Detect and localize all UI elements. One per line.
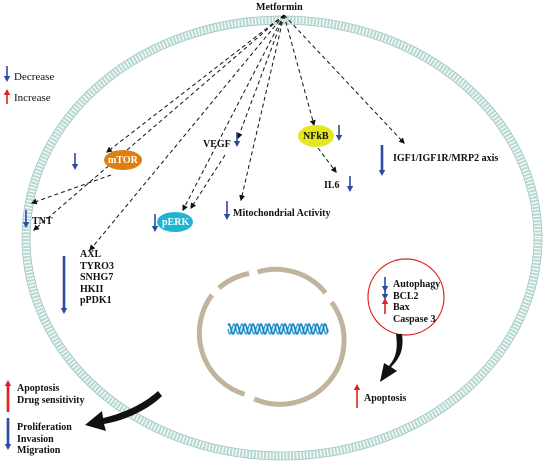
apoptosis-increase-arrow bbox=[353, 384, 361, 408]
outcomes-up-list: Apoptosis Drug sensitivity bbox=[17, 383, 85, 406]
arrow-to-vegf bbox=[236, 14, 285, 140]
il6-decrease-arrow bbox=[346, 176, 354, 192]
perk-node bbox=[157, 212, 193, 232]
arrow-to-apoptosis bbox=[380, 334, 403, 382]
outcome-drug-sensitivity: Drug sensitivity bbox=[17, 394, 85, 406]
apoptosis-box-list: Autophagy BCL2 Bax Caspase 3 bbox=[393, 279, 440, 325]
arrow-to-outcomes bbox=[85, 391, 162, 431]
legend-decrease-arrow bbox=[3, 66, 11, 82]
legend-decrease: Decrease bbox=[14, 71, 55, 83]
il6-label: IL6 bbox=[324, 180, 340, 191]
apoptosis-box bbox=[367, 258, 445, 336]
arrow-to-tnt-region bbox=[33, 14, 285, 231]
gene-axl: AXL bbox=[80, 249, 102, 260]
mitochondrial-activity-label: Mitochondrial Activity bbox=[233, 208, 331, 219]
gene-ppdk1: pPDK1 bbox=[80, 295, 112, 306]
gene-list: AXL TYRO3 SNHG7 HKII pPDK1 bbox=[80, 249, 114, 307]
metformin-arrows bbox=[30, 14, 405, 251]
arrow-to-mtor bbox=[106, 14, 285, 153]
mito-decrease-arrow bbox=[223, 201, 231, 220]
outcome-invasion: Invasion bbox=[17, 433, 54, 445]
regulation-arrows bbox=[3, 66, 389, 450]
outcome-apoptosis: Apoptosis bbox=[17, 383, 60, 394]
nucleus bbox=[196, 266, 347, 407]
nfkb-label: NFkB bbox=[303, 131, 329, 142]
vegf-decrease-arrow bbox=[233, 132, 241, 147]
arrow-to-nfkb bbox=[283, 14, 316, 127]
metformin-label: Metformin bbox=[256, 2, 303, 13]
nfkb-decrease-arrow bbox=[335, 125, 343, 141]
dna-helix-icon bbox=[227, 322, 329, 336]
gene-list-decrease-arrow bbox=[60, 256, 68, 314]
tnt-label: TNT bbox=[32, 216, 53, 227]
arrow-vegf-to-perk bbox=[190, 154, 226, 210]
outcomes-up-arrow bbox=[4, 380, 12, 412]
gene-snhg7: SNHG7 bbox=[80, 272, 114, 283]
vegf-label: VEGF bbox=[203, 139, 231, 150]
legend-increase: Increase bbox=[14, 92, 51, 104]
arrow-to-mitochondria bbox=[239, 14, 285, 202]
gene-tyro3: TYRO3 bbox=[80, 260, 114, 272]
autophagy-label: Autophagy bbox=[393, 279, 441, 290]
perk-label: pERK bbox=[162, 217, 190, 228]
curved-arrows bbox=[85, 334, 403, 431]
igf-label: IGF1/IGF1R/MRP2 axis bbox=[393, 153, 499, 164]
bcl2-decrease-arrow bbox=[381, 288, 389, 300]
arrow-to-igf bbox=[283, 14, 405, 144]
outcome-proliferation: Proliferation bbox=[17, 422, 72, 433]
arrow-mtor-to-tnt bbox=[30, 174, 112, 205]
bax-label: Bax bbox=[393, 302, 410, 313]
bcl2-label: BCL2 bbox=[393, 290, 419, 302]
arrow-nfkb-to-il6 bbox=[317, 147, 337, 173]
apoptosis-result-label: Apoptosis bbox=[364, 393, 407, 404]
outcomes-down-list: Proliferation Invasion Migration bbox=[17, 422, 72, 457]
mtor-label: mTOR bbox=[108, 155, 138, 166]
igf-decrease-arrow bbox=[378, 145, 386, 176]
arrow-to-perk bbox=[182, 14, 285, 212]
mtor-decrease-arrow bbox=[71, 153, 79, 170]
caspase3-label: Caspase 3 bbox=[393, 313, 436, 325]
nfkb-node bbox=[298, 125, 334, 147]
outcome-migration: Migration bbox=[17, 445, 61, 456]
arrow-to-axl-list bbox=[89, 14, 285, 251]
cell-membrane bbox=[21, 15, 543, 461]
bax-increase-arrow bbox=[381, 298, 389, 314]
gene-hkii: HKII bbox=[80, 283, 104, 295]
legend-increase-arrow bbox=[3, 89, 11, 104]
perk-decrease-arrow bbox=[151, 214, 159, 232]
outcomes-down-arrow bbox=[4, 418, 12, 450]
tnt-decrease-arrow bbox=[22, 210, 30, 228]
mtor-node bbox=[104, 150, 142, 170]
